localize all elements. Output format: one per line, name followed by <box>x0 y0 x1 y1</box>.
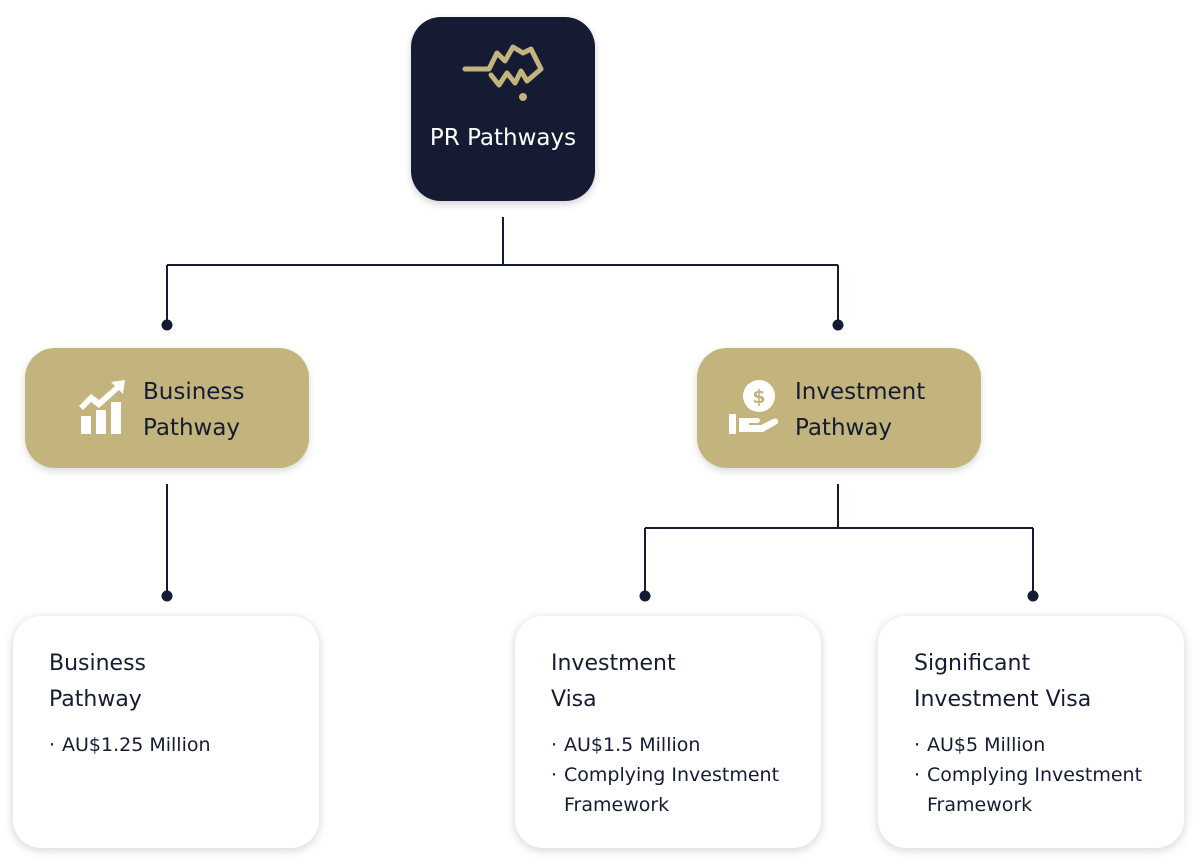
card-title: Investment Visa <box>551 651 676 712</box>
investment-visa-card: Investment Visa AU$1.5 Million Complying… <box>515 616 821 848</box>
list-item: AU$5 Million <box>914 730 1178 760</box>
growth-chart-icon <box>79 380 125 434</box>
connector-root <box>166 217 839 325</box>
card-title: Significant Investment Visa <box>914 651 1092 712</box>
hand-coin-icon: $ <box>729 380 779 434</box>
card-list: AU$5 Million Complying Investment Framew… <box>914 730 1178 820</box>
connector-dot <box>161 590 173 602</box>
list-item: AU$1.5 Million <box>551 730 815 760</box>
card-title: Business Pathway <box>49 651 147 712</box>
significant-investment-visa-card: Significant Investment Visa AU$5 Million… <box>878 616 1184 848</box>
root-node: PR Pathways <box>411 17 595 201</box>
connector-dot <box>161 319 173 331</box>
australia-map-icon <box>462 44 544 101</box>
connector-dot <box>832 319 844 331</box>
investment-pathway-node: $ Investment Pathway <box>697 348 981 468</box>
connector-dot <box>1027 590 1039 602</box>
list-item: Complying Investment Framework <box>551 760 796 820</box>
list-item: Complying Investment Framework <box>914 760 1159 820</box>
list-item: AU$1.25 Million <box>49 730 313 760</box>
card-list: AU$1.5 Million Complying Investment Fram… <box>551 730 815 820</box>
connector-investment <box>644 484 1034 596</box>
business-pathway-card: Business Pathway AU$1.25 Million <box>13 616 319 848</box>
root-title: PR Pathways <box>429 125 577 151</box>
branch-label: Investment Pathway <box>795 379 926 441</box>
card-list: AU$1.25 Million <box>49 730 313 760</box>
business-pathway-node: Business Pathway <box>25 348 309 468</box>
svg-text:$: $ <box>752 386 765 408</box>
branch-label: Business Pathway <box>143 379 245 441</box>
connector-dot <box>639 590 651 602</box>
